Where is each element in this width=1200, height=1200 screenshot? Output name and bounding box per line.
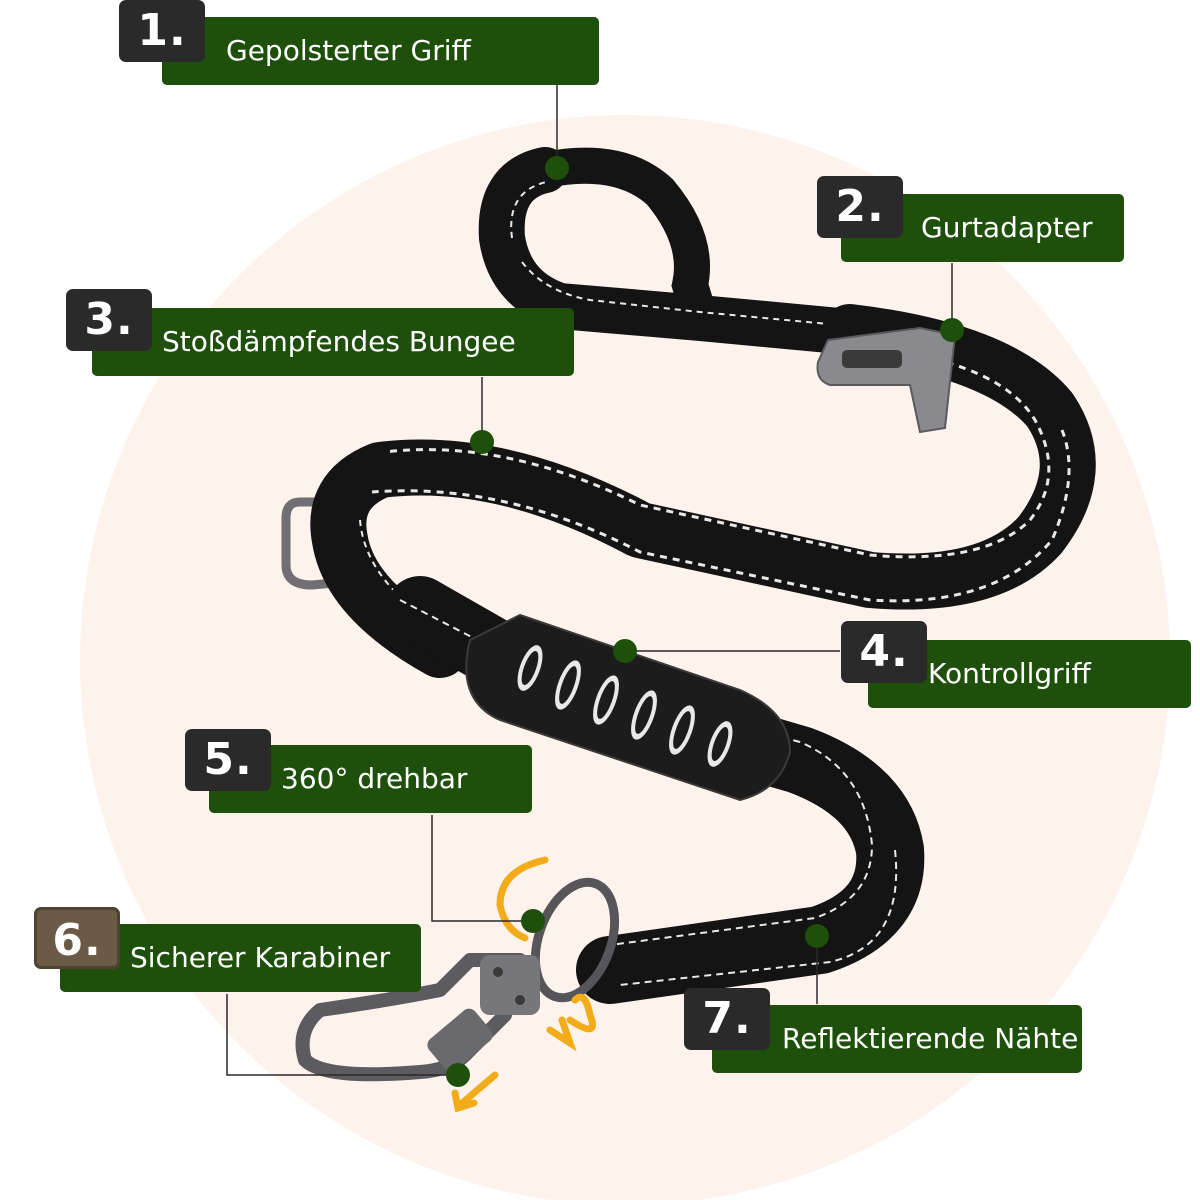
feature-number-badge: 6. — [34, 907, 120, 969]
feature-text: Gurtadapter — [921, 211, 1093, 244]
feature-text: 360° drehbar — [281, 762, 468, 795]
feature-number-badge: 7. — [684, 988, 770, 1050]
leash-strap-lower — [386, 576, 925, 1004]
feature-number-badge: 2. — [817, 176, 903, 238]
d-ring-icon — [281, 497, 346, 590]
callout-dots — [446, 156, 964, 1087]
leash-strap-upper — [310, 304, 1096, 678]
feature-number-badge: 1. — [119, 0, 205, 62]
feature-text: Kontrollgriff — [928, 657, 1091, 690]
padded-handle — [478, 147, 873, 355]
feature-number-badge: 4. — [841, 621, 927, 683]
feature-label-padded-handle: Gepolsterter Griff — [162, 17, 599, 85]
feature-text: Gepolsterter Griff — [226, 34, 471, 67]
feature-text: Stoßdämpfendes Bungee — [162, 325, 516, 358]
control-handle-icon — [465, 613, 792, 802]
feature-number-badge: 5. — [185, 729, 271, 791]
feature-label-carabiner: Sicherer Karabiner — [60, 924, 421, 992]
feature-text: Sicherer Karabiner — [130, 941, 391, 974]
seatbelt-adapter-icon — [816, 326, 957, 434]
rotation-arrows-icon — [451, 856, 596, 1113]
feature-number-badge: 3. — [66, 289, 152, 351]
feature-label-reflective-stitching: Reflektierende Nähte — [712, 1005, 1082, 1073]
feature-label-bungee: Stoßdämpfendes Bungee — [92, 308, 574, 376]
feature-text: Reflektierende Nähte — [782, 1022, 1079, 1055]
